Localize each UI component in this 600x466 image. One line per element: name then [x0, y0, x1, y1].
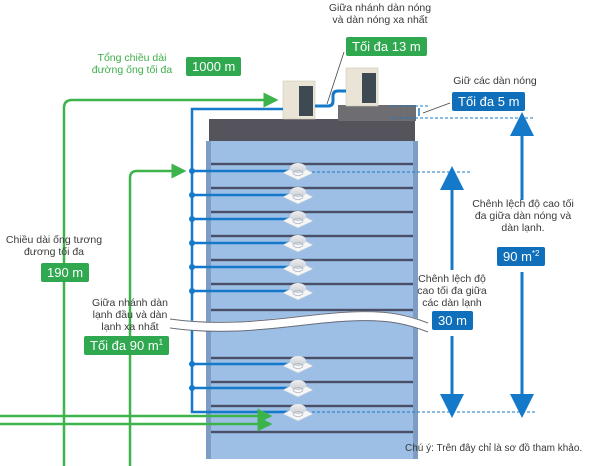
floor-line	[211, 430, 413, 434]
leader-line-13m	[326, 51, 345, 105]
height-indoor-label: Chênh lệch độ cao tối đa giữa các dàn lạ…	[417, 273, 487, 309]
branch-joint	[189, 361, 195, 367]
height-outdoor-indoor-badge: 90 m*2	[497, 247, 546, 266]
floor-lines	[211, 162, 413, 434]
equiv-length-badge: 190 m	[41, 263, 90, 282]
floor-line	[211, 186, 413, 190]
cassette-indoor-unit	[282, 211, 314, 229]
branch-joint	[189, 288, 195, 294]
height-outdoor-indoor-label: Chênh lệch độ cao tối đa giữa dàn nóng v…	[472, 198, 574, 234]
outdoor-platform	[338, 105, 416, 121]
branch-outdoor-label: Giữa nhánh dàn nóng và dàn nóng xa nhất	[328, 2, 432, 26]
branch-joint	[189, 192, 195, 198]
break-wave-top	[169, 311, 430, 332]
building-roof	[209, 119, 415, 141]
reference-note: Chú ý: Trên đây chỉ là sơ đồ tham khảo.	[405, 443, 583, 454]
branch-joint	[189, 168, 195, 174]
green-first-branch-arrow	[128, 163, 187, 466]
floor-line	[211, 308, 413, 312]
leader-line-5m	[422, 102, 451, 114]
branch-joint	[189, 240, 195, 246]
indoor-units	[282, 163, 314, 422]
height-indoor-badge: 30 m	[432, 311, 473, 330]
total-pipe-label: Tổng chiều dài đường ống tối đa	[91, 52, 173, 76]
floor-line	[211, 210, 413, 214]
branch-joint	[189, 216, 195, 222]
cassette-indoor-unit	[282, 235, 314, 253]
floor-line	[211, 258, 413, 262]
first-branch-label: Giữa nhánh dàn lạnh đầu và dàn lạnh xa n…	[92, 297, 168, 333]
cassette-indoor-unit	[282, 187, 314, 205]
floor-line	[211, 380, 413, 384]
branch-outdoor-badge: Tối đa 13 m	[346, 37, 427, 56]
blue-main-pipe	[190, 107, 290, 414]
cassette-indoor-unit	[282, 283, 314, 301]
cassette-indoor-unit	[282, 356, 314, 374]
floor-line	[211, 282, 413, 286]
cassette-indoor-unit	[282, 380, 314, 398]
between-outdoor-badge: Tối đa 5 m	[452, 92, 526, 111]
outdoor-unit-1	[282, 80, 316, 120]
floor-line	[211, 162, 413, 166]
outdoor-connecting-pipe	[315, 89, 346, 108]
first-branch-badge: Tối đa 90 m1	[84, 336, 170, 355]
floor-line	[211, 404, 413, 408]
floor-line	[211, 234, 413, 238]
cassette-indoor-unit	[282, 259, 314, 277]
outdoor-unit-2	[345, 67, 379, 107]
total-pipe-badge: 1000 m	[186, 57, 242, 76]
cassette-indoor-unit	[282, 163, 314, 181]
branch-joint	[189, 385, 195, 391]
green-total-arrow	[62, 92, 279, 466]
indoor-branch-pipes	[189, 168, 290, 391]
branch-joint	[189, 264, 195, 270]
floor-line	[211, 356, 413, 360]
equiv-length-label: Chiều dài ống tương đương tối đa	[5, 234, 103, 258]
cassette-indoor-unit	[282, 404, 314, 422]
between-outdoor-label: Giữ các dàn nóng	[453, 75, 537, 87]
